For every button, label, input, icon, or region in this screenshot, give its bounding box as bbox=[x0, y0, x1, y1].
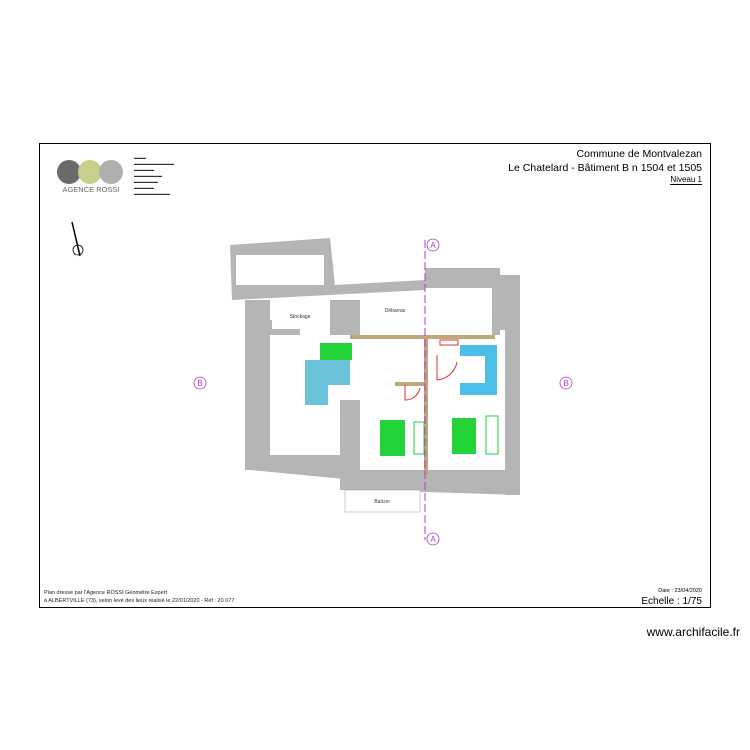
section-marker-b-right bbox=[559, 376, 573, 390]
footer-survey: à ALBERTVILLE (73), selon levé des lieux… bbox=[44, 598, 235, 604]
section-label: B bbox=[563, 379, 568, 388]
plan-frame bbox=[39, 143, 711, 608]
footer-credit: Plan dressé par l'Agence ROSSI Géomètre … bbox=[44, 590, 168, 596]
north-arrow-icon bbox=[71, 221, 84, 257]
room-label: Stockage bbox=[290, 314, 311, 320]
section-label: A bbox=[430, 241, 436, 250]
svg-text:AGENCE ROSSI: AGENCE ROSSI bbox=[62, 185, 119, 194]
section-label: B bbox=[197, 379, 202, 388]
stairs-green bbox=[320, 343, 352, 360]
bed-side bbox=[413, 421, 425, 455]
room-label: Débarras bbox=[385, 308, 406, 314]
level-label: Niveau 1 bbox=[670, 175, 702, 185]
section-marker-a-bottom bbox=[426, 532, 440, 546]
doors bbox=[404, 339, 459, 401]
agence-rossi-logo: AGENCE ROSSI bbox=[57, 160, 123, 194]
section-marker-b-left bbox=[193, 376, 207, 390]
building-title: Le Chatelard - Bâtiment B n 1504 et 1505 bbox=[508, 162, 702, 174]
bed-side bbox=[485, 415, 499, 455]
partitions bbox=[350, 335, 495, 475]
section-label: A bbox=[430, 535, 436, 544]
commune-title: Commune de Montvalezan bbox=[576, 148, 702, 160]
section-marker-a-top bbox=[426, 238, 440, 252]
bathroom-fixtures bbox=[460, 345, 497, 395]
plan-scale: Echelle : 1/75 bbox=[641, 596, 702, 607]
room-interiors bbox=[236, 255, 502, 513]
agency-contact-info: ▬▬▬▬▬▬▬▬▬▬▬▬▬▬▬▬▬▬▬▬▬▬▬▬▬▬▬▬▬▬▬▬▬▬▬▬▬▬▬▬… bbox=[134, 155, 174, 196]
stairs-blue bbox=[305, 360, 350, 405]
bed bbox=[452, 418, 476, 454]
watermark: www.archifacile.fr bbox=[646, 625, 740, 639]
room-label: Balcon bbox=[374, 499, 390, 505]
bed bbox=[380, 420, 405, 456]
plan-date: Date : 23/04/2020 bbox=[658, 588, 702, 594]
